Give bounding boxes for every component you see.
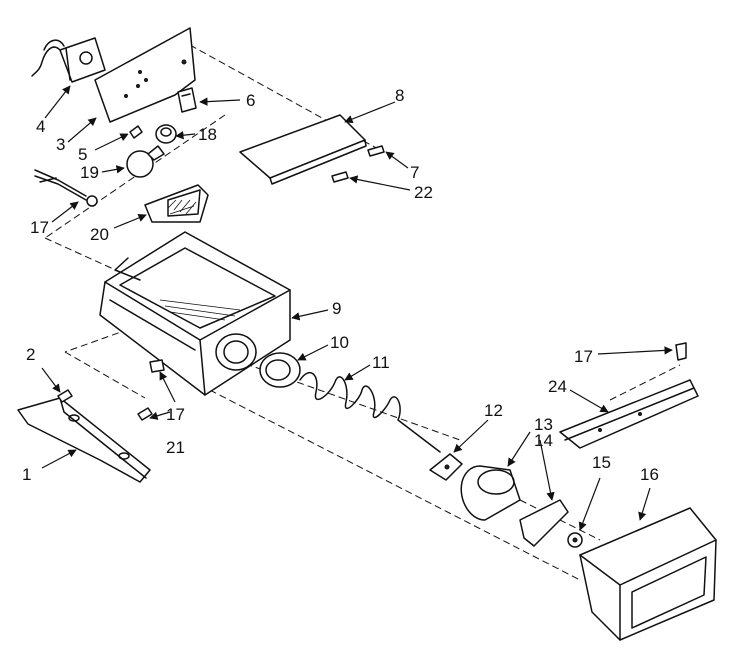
callout-17-right: 17 xyxy=(574,347,593,366)
lamp-cover xyxy=(144,184,209,223)
callout-7: 7 xyxy=(410,163,419,182)
cylinder xyxy=(460,465,521,521)
washer xyxy=(429,453,463,481)
auger-spring xyxy=(299,371,441,453)
screw-5 xyxy=(129,125,143,139)
motor xyxy=(31,37,106,83)
wire-harness xyxy=(34,169,98,207)
callout-2: 2 xyxy=(26,345,35,364)
callout-3: 3 xyxy=(56,135,65,154)
callout-4: 4 xyxy=(36,117,45,136)
callout-17-left: 17 xyxy=(166,405,185,424)
bracket xyxy=(519,499,569,547)
ice-bin-housing xyxy=(99,231,291,396)
light-bulb xyxy=(126,145,165,178)
callout-8: 8 xyxy=(395,86,404,105)
clip xyxy=(177,87,197,113)
bearing-cap xyxy=(259,352,301,388)
callout-21: 20 xyxy=(90,225,109,244)
callout-12: 12 xyxy=(484,401,503,420)
callout-20: 19 xyxy=(80,163,99,182)
callout-5: 5 xyxy=(78,145,87,164)
support-bracket xyxy=(17,397,151,483)
callout-1: 1 xyxy=(22,465,31,484)
lamp-socket xyxy=(155,124,177,144)
callout-18: 17 xyxy=(30,218,49,237)
screws-17 xyxy=(149,342,687,373)
callout-16: 16 xyxy=(640,465,659,484)
rail xyxy=(559,379,699,449)
screws-7-23 xyxy=(331,145,385,183)
leader-lines xyxy=(41,85,673,531)
callout-15: 15 xyxy=(592,453,611,472)
front-cover xyxy=(579,507,717,641)
callout-19: 18 xyxy=(198,125,217,144)
callout-6: 6 xyxy=(246,91,255,110)
callout-11: 11 xyxy=(372,353,390,372)
nut xyxy=(567,532,583,548)
callout-22: 21 xyxy=(166,438,185,457)
callout-labels: 4 3 6 5 18 19 17 20 8 7 22 9 10 11 12 13… xyxy=(22,86,659,484)
callout-14: 14 xyxy=(534,431,553,450)
mounting-plate xyxy=(94,27,196,123)
callout-24: 24 xyxy=(548,377,567,396)
callout-23: 22 xyxy=(414,183,433,202)
shelf-cover xyxy=(239,114,367,185)
callout-13: 13 xyxy=(534,415,553,434)
callout-9: 9 xyxy=(332,299,341,318)
callout-10: 10 xyxy=(330,333,349,352)
